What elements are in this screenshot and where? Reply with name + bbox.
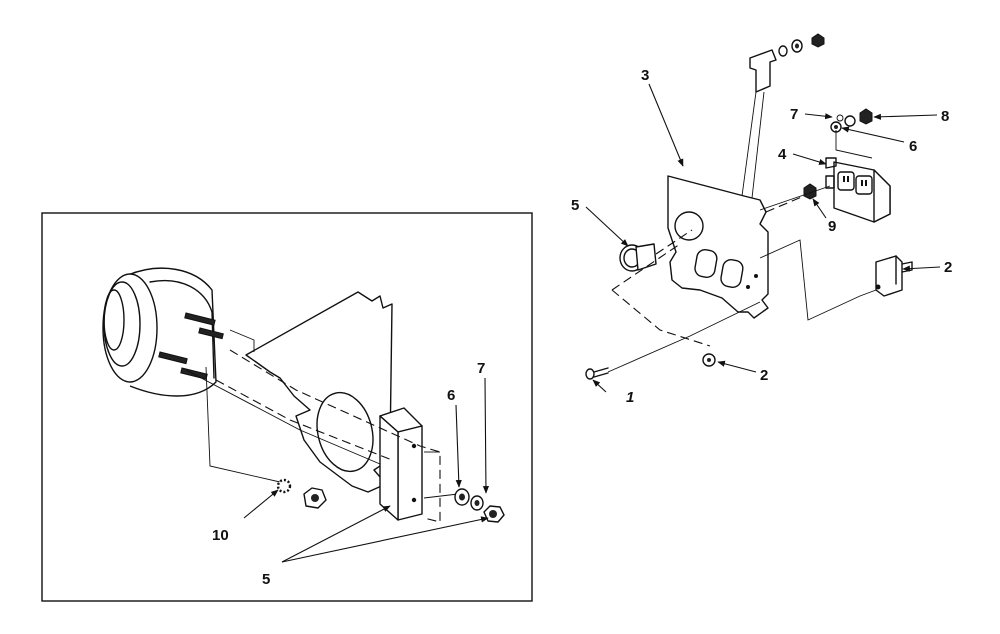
inset-callout-6: 6 <box>447 387 455 404</box>
screw-1 <box>585 367 609 380</box>
main-exploded-view: 3 7 8 6 4 5 9 2 2 1 <box>571 33 952 406</box>
callout-5: 5 <box>571 197 579 214</box>
inset-nut-left <box>303 487 327 509</box>
pilot-light <box>619 243 657 272</box>
inset-detail-view: 6 7 10 5 <box>41 212 533 602</box>
washer-2-lower <box>702 353 716 367</box>
callout-2-upper: 2 <box>944 259 952 276</box>
inset-bracket <box>379 407 423 521</box>
inset-callout-7: 7 <box>477 360 485 377</box>
inset-panel <box>245 291 393 493</box>
inset-lock-washer <box>276 478 292 494</box>
callout-1: 1 <box>626 389 634 406</box>
switch <box>875 255 913 297</box>
inset-studs <box>158 312 224 380</box>
inset-callout-10: 10 <box>212 527 229 544</box>
washer-7 <box>844 115 856 127</box>
callout-6: 6 <box>909 138 917 155</box>
nut-9 <box>803 183 817 200</box>
inset-frame <box>41 212 533 602</box>
callout-4: 4 <box>778 146 787 163</box>
receptacle <box>825 157 891 223</box>
callout-7: 7 <box>790 106 798 123</box>
callout-8: 8 <box>941 108 949 125</box>
callout-9: 9 <box>828 218 836 235</box>
mounting-plate <box>667 175 769 319</box>
inset-callout-5: 5 <box>262 571 270 588</box>
inset-gauge-body <box>102 267 217 397</box>
nut-8 <box>859 108 873 125</box>
callout-3: 3 <box>641 67 649 84</box>
top-bracket <box>749 33 825 93</box>
inset-nut-right <box>483 505 505 523</box>
inset-panel-hole <box>316 391 374 473</box>
callout-2-lower: 2 <box>760 367 768 384</box>
